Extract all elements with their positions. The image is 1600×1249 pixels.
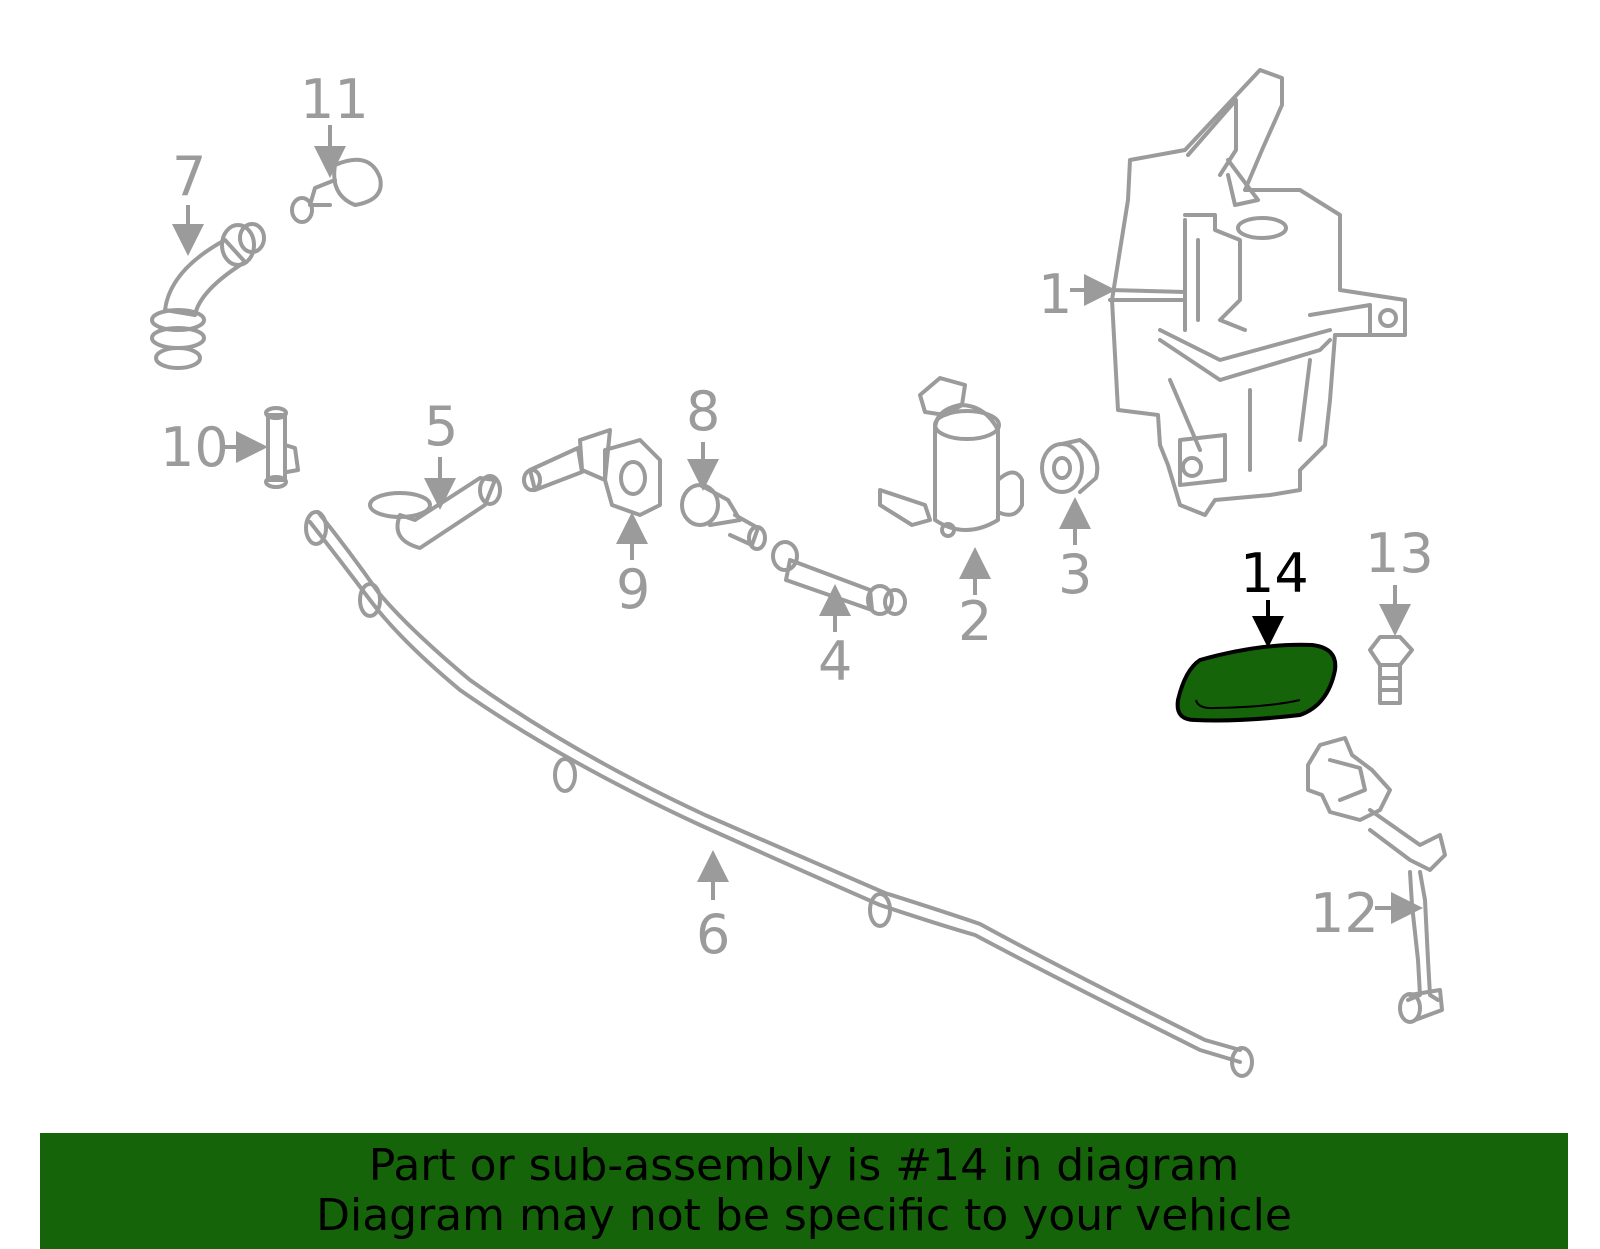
part-9-nozzle bbox=[522, 428, 662, 517]
callout-3: 3 bbox=[1058, 543, 1092, 606]
callout-13: 13 bbox=[1365, 522, 1434, 585]
callout-4: 4 bbox=[818, 630, 852, 693]
callout-2: 2 bbox=[958, 590, 992, 653]
part-10-tee bbox=[264, 406, 300, 489]
callout-1: 1 bbox=[1038, 263, 1072, 326]
banner-line-1: Part or sub-assembly is #14 in diagram bbox=[368, 1140, 1240, 1191]
callout-6: 6 bbox=[696, 903, 730, 966]
part-1-washer-reservoir bbox=[1108, 68, 1407, 517]
callout-labels: 1 2 3 4 5 6 7 8 9 10 11 12 13 14 bbox=[160, 68, 1434, 966]
banner-line-2: Diagram may not be specific to your vehi… bbox=[316, 1190, 1292, 1241]
part-11-plug bbox=[290, 157, 383, 224]
part-14-washer-cover[interactable] bbox=[1175, 642, 1338, 723]
part-12-nozzle-assembly bbox=[1306, 736, 1447, 1024]
callout-10: 10 bbox=[160, 416, 229, 479]
part-13-bolt bbox=[1368, 635, 1414, 705]
info-banner: Part or sub-assembly is #14 in diagram D… bbox=[40, 1133, 1568, 1249]
callout-7: 7 bbox=[172, 145, 206, 208]
part-5-hose-elbow bbox=[368, 474, 502, 550]
callout-11: 11 bbox=[300, 68, 369, 131]
part-4-connector bbox=[771, 540, 907, 616]
part-6-hose bbox=[304, 510, 1254, 1078]
callout-5: 5 bbox=[424, 395, 458, 458]
part-2-washer-pump bbox=[878, 376, 1024, 538]
callout-12: 12 bbox=[1310, 882, 1379, 945]
leader-lines bbox=[172, 125, 1423, 924]
callout-8: 8 bbox=[686, 380, 720, 443]
part-8-valve bbox=[680, 483, 767, 551]
callout-14: 14 bbox=[1240, 542, 1309, 605]
part-3-grommet bbox=[1040, 438, 1100, 494]
callout-9: 9 bbox=[616, 558, 650, 621]
part-7-elbow bbox=[150, 222, 266, 370]
